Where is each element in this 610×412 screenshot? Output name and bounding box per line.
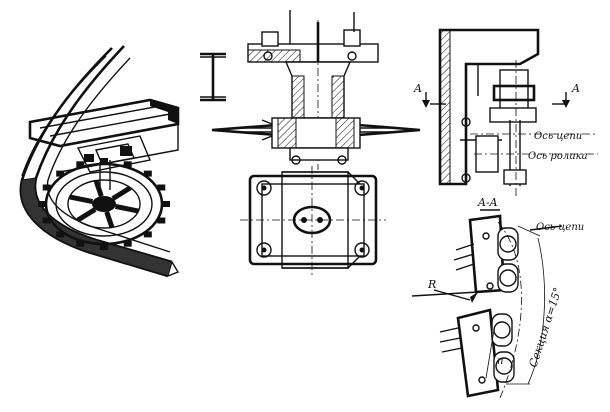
- section-mark-left: A: [413, 82, 422, 95]
- sprocket-spoke: [69, 194, 94, 205]
- radius-label: R: [427, 278, 436, 291]
- sprocket-tooth: [143, 170, 152, 177]
- sprocket-wheel: [38, 158, 170, 250]
- section-mark-right: A: [571, 82, 580, 95]
- front-elevation-view: [211, 10, 421, 170]
- sprocket-spoke: [114, 203, 139, 214]
- sprocket-tooth: [123, 161, 132, 168]
- sprocket-tooth: [76, 161, 85, 168]
- sprocket-tooth: [123, 240, 132, 247]
- section-aa-view: [411, 209, 563, 399]
- sprocket-tooth: [100, 158, 108, 164]
- section-angle-label: Секция α=15°: [526, 286, 564, 369]
- ibeam-section-icon: [200, 52, 226, 102]
- sprocket-tooth: [100, 244, 108, 250]
- sprocket-tooth: [42, 217, 51, 224]
- sprocket-tooth: [143, 231, 152, 238]
- sprocket-tooth: [76, 240, 85, 247]
- sprocket-spoke: [76, 207, 97, 223]
- section-aa-title: A-A: [477, 196, 498, 209]
- roller-axis-label: Ось ролика: [528, 151, 588, 162]
- sprocket-spoke: [93, 179, 104, 198]
- sprocket-tooth: [38, 201, 46, 207]
- pitch-label: п: [497, 356, 503, 367]
- chain-axis-label-section: Ось цепи: [536, 222, 584, 233]
- sprocket-tooth: [56, 231, 65, 238]
- sprocket-tooth: [162, 201, 170, 207]
- sprocket-tooth: [157, 184, 166, 191]
- chain-axis-label-side: Ось цепи: [534, 131, 582, 142]
- perspective-track-view: [19, 45, 180, 278]
- sprocket-spoke: [104, 210, 115, 229]
- sprocket-tooth: [42, 184, 51, 191]
- sprocket-tooth: [56, 170, 65, 177]
- sprocket-spoke: [111, 185, 132, 201]
- plan-view: [240, 166, 386, 276]
- side-view: [422, 28, 598, 196]
- sprocket-tooth: [157, 217, 166, 224]
